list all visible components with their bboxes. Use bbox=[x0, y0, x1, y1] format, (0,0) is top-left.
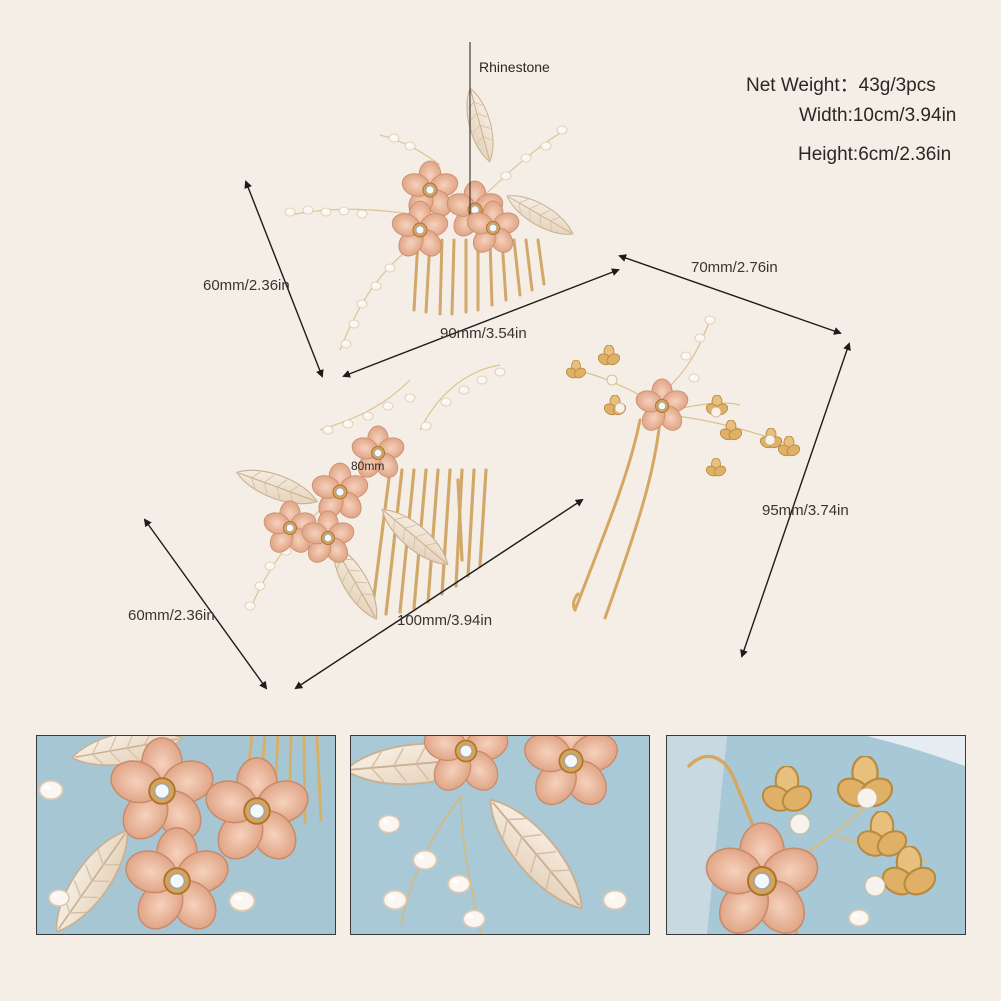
net-weight-spec: Net Weight：43g/3pcs bbox=[746, 75, 936, 96]
dimension-arrow-comb1-height bbox=[244, 180, 324, 378]
hair-comb-top bbox=[284, 85, 579, 351]
rhinestone-label: Rhinestone bbox=[479, 59, 550, 75]
comb2-height-label: 60mm/2.36in bbox=[128, 607, 215, 624]
pin-width-label: 70mm/2.76in bbox=[691, 259, 778, 276]
hair-comb-bottom bbox=[232, 364, 506, 626]
dimension-arrow-comb2-width bbox=[294, 498, 584, 690]
detail-photo-flowers bbox=[36, 735, 336, 935]
width-spec: Width:10cm/3.94in bbox=[799, 105, 957, 126]
pin-height-label: 95mm/3.74in bbox=[762, 502, 849, 519]
dimension-arrow-comb1-width bbox=[342, 268, 620, 378]
height-spec: Height:6cm/2.36in bbox=[798, 144, 952, 165]
inner-size-label: 80mm bbox=[351, 459, 385, 473]
detail-photo-pin-pearls bbox=[666, 735, 966, 935]
comb2-width-label: 100mm/3.94in bbox=[397, 612, 493, 629]
comb1-width-label: 90mm/3.54in bbox=[440, 325, 527, 342]
detail-photo-leaf-crystals bbox=[350, 735, 650, 935]
dimension-arrow-pin-width bbox=[618, 254, 842, 335]
dimension-arrow-comb2-height bbox=[143, 518, 268, 690]
hair-pin bbox=[566, 315, 800, 620]
dimension-arrow-pin-height bbox=[740, 342, 851, 658]
comb1-height-label: 60mm/2.36in bbox=[203, 277, 290, 294]
